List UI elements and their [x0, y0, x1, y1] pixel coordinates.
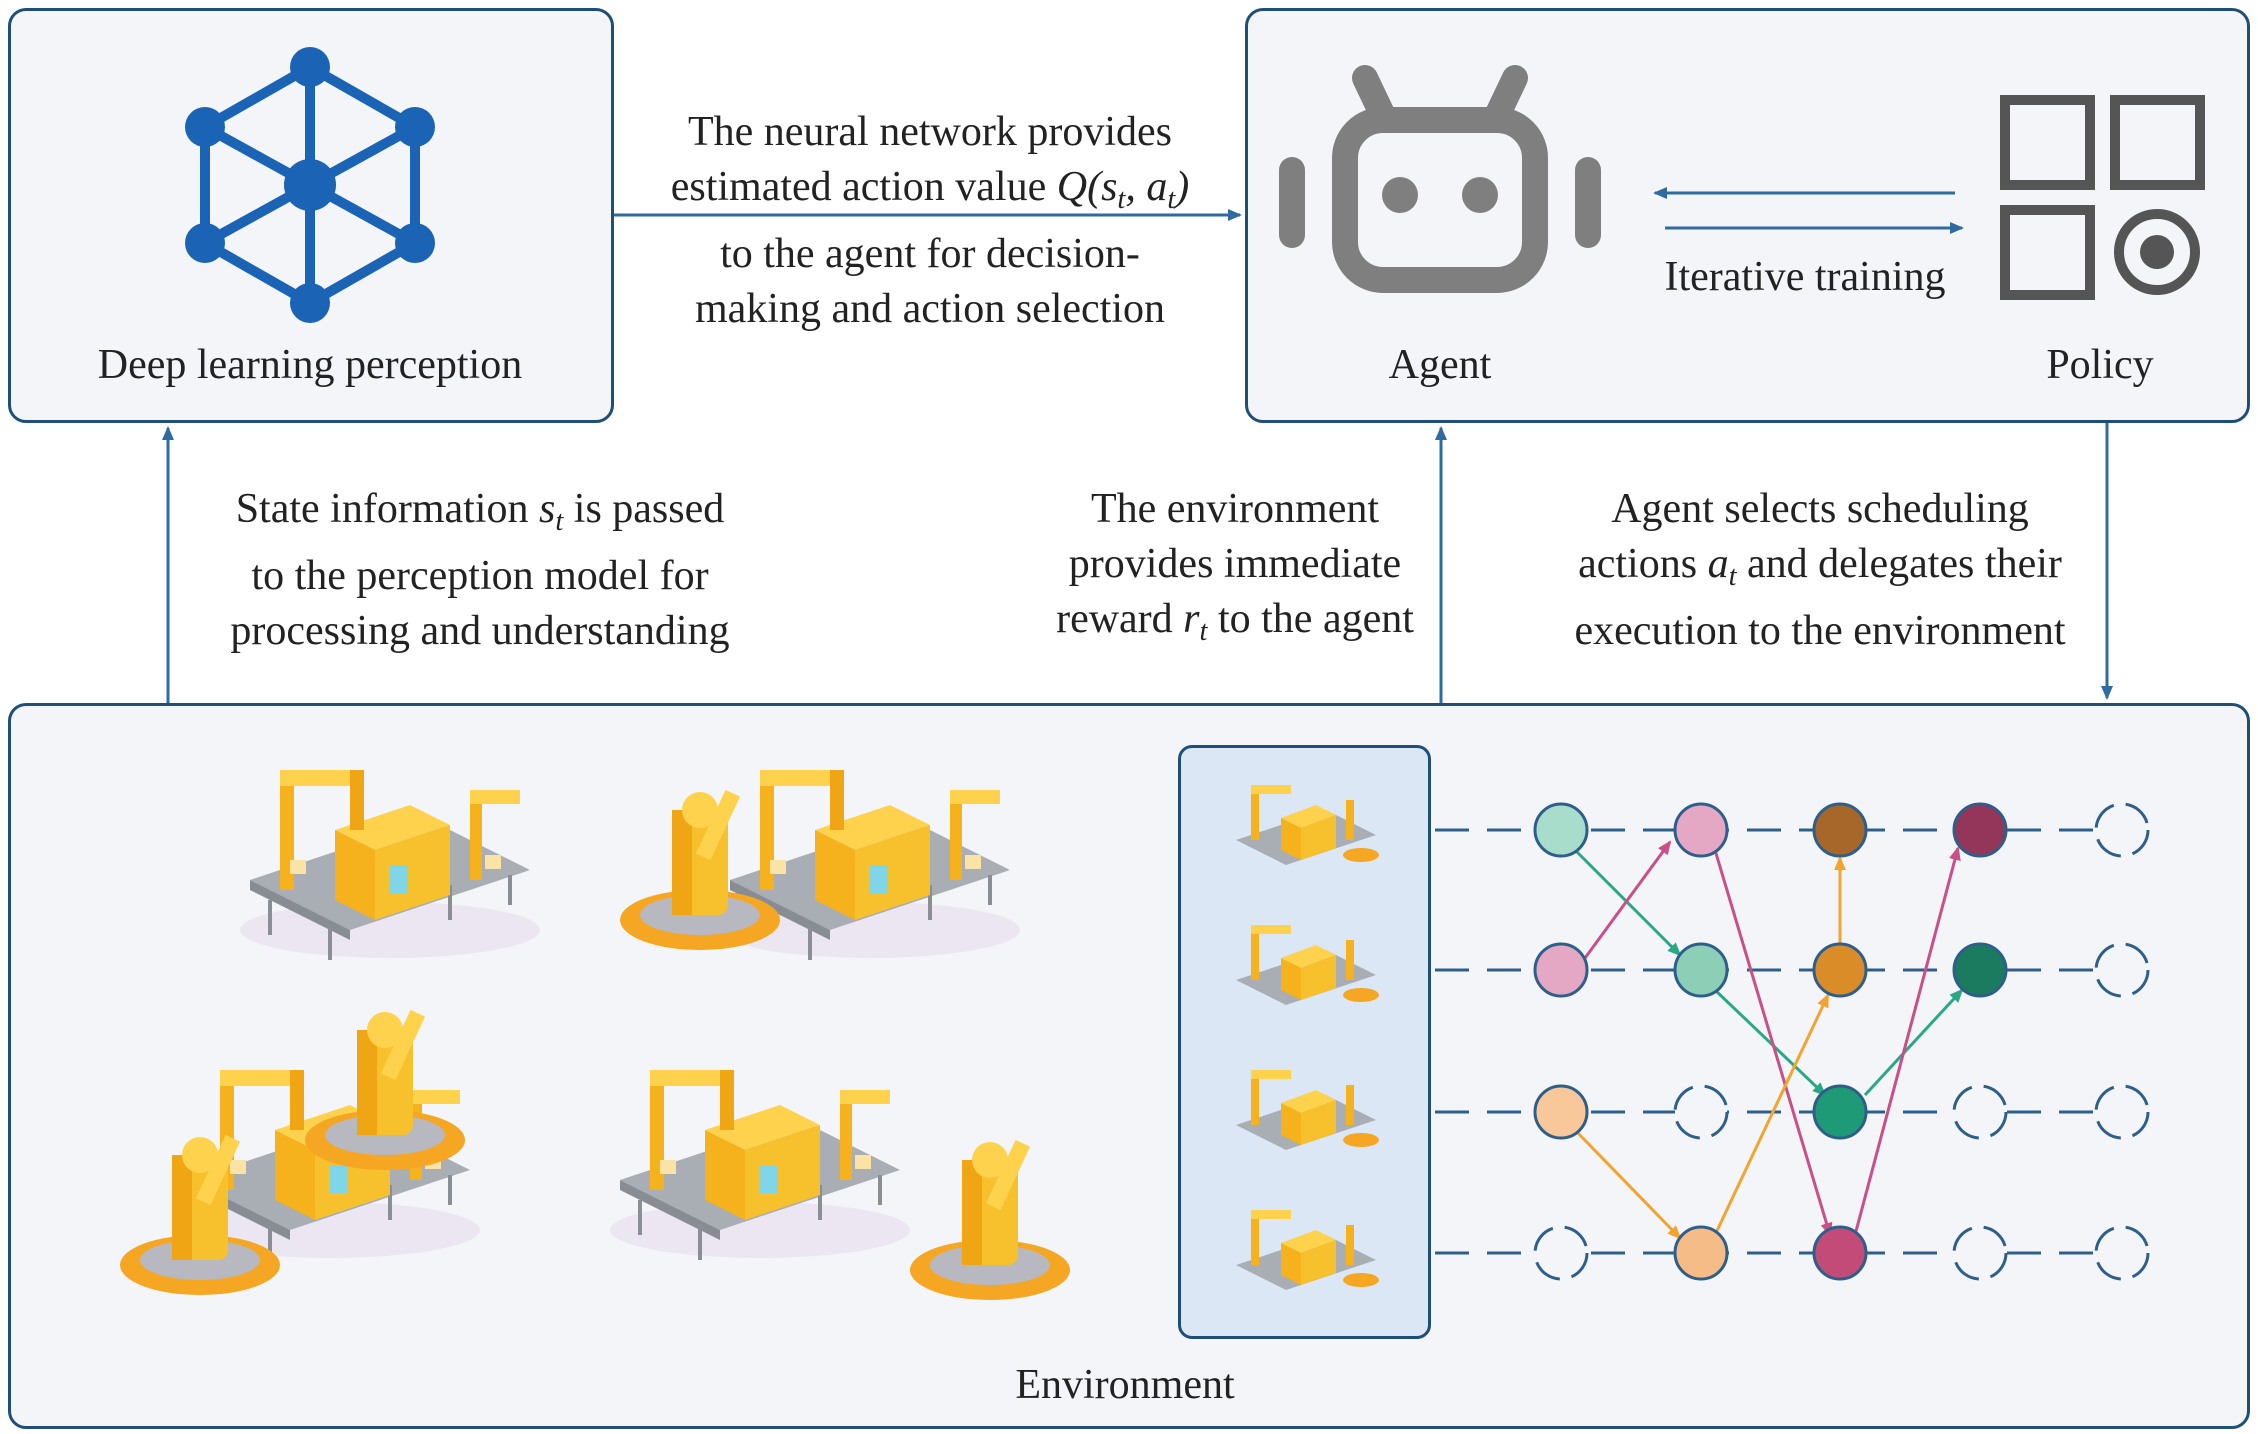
node-r1-c1	[1533, 802, 1589, 858]
node-r1-c4	[1952, 802, 2008, 858]
node-r2-c2	[1673, 942, 1729, 998]
edge-teal-3	[1863, 988, 1964, 1097]
node-r4-c3	[1812, 1225, 1868, 1281]
node-r3-c3	[1812, 1084, 1868, 1140]
agent-label: Agent	[1388, 342, 1492, 388]
edge-pink-3	[1853, 846, 1961, 1236]
edge-teal-2	[1713, 988, 1827, 1097]
reward-annotation: The environment provides immediate rewar…	[1056, 486, 1414, 647]
policy-grid-icon	[2000, 95, 2205, 300]
edge-pink-1	[1583, 840, 1672, 959]
edge-orange-2	[1573, 1128, 1682, 1240]
node-r4-c2	[1673, 1225, 1729, 1281]
empty-node-r4-c1	[1533, 1225, 1589, 1281]
empty-node-r3-c4	[1952, 1084, 2008, 1140]
neural-network-cube-icon	[185, 47, 435, 323]
empty-node-r3-c2	[1673, 1084, 1729, 1140]
iterative-training-label: Iterative training	[1664, 254, 1946, 300]
empty-node-r4-c5	[2094, 1225, 2150, 1281]
empty-node-r3-c5	[2094, 1084, 2150, 1140]
action-annotation: Agent selects scheduling actions at and …	[1574, 486, 2066, 654]
node-r3-c1	[1533, 1084, 1589, 1140]
node-r2-c3	[1812, 942, 1868, 998]
empty-node-r1-c5	[2094, 802, 2150, 858]
nn-to-agent-annotation: The neural network provides estimated ac…	[670, 109, 1190, 332]
perception-label: Deep learning perception	[97, 342, 523, 388]
node-r1-c3	[1812, 802, 1868, 858]
edge-pink-2	[1713, 849, 1833, 1237]
node-r2-c4	[1952, 942, 2008, 998]
empty-node-r2-c5	[2094, 942, 2150, 998]
edge-orange-3	[1713, 993, 1830, 1236]
environment-label: Environment	[1015, 1362, 1235, 1408]
node-r2-c1	[1533, 942, 1589, 998]
policy-label: Policy	[2046, 342, 2154, 388]
empty-node-r4-c4	[1952, 1225, 2008, 1281]
state-to-perception-annotation: State information st is passed to the pe…	[230, 486, 730, 654]
robot-icon	[1279, 65, 1601, 293]
agent-policy-box	[1245, 8, 2250, 423]
node-r1-c2	[1673, 802, 1729, 858]
